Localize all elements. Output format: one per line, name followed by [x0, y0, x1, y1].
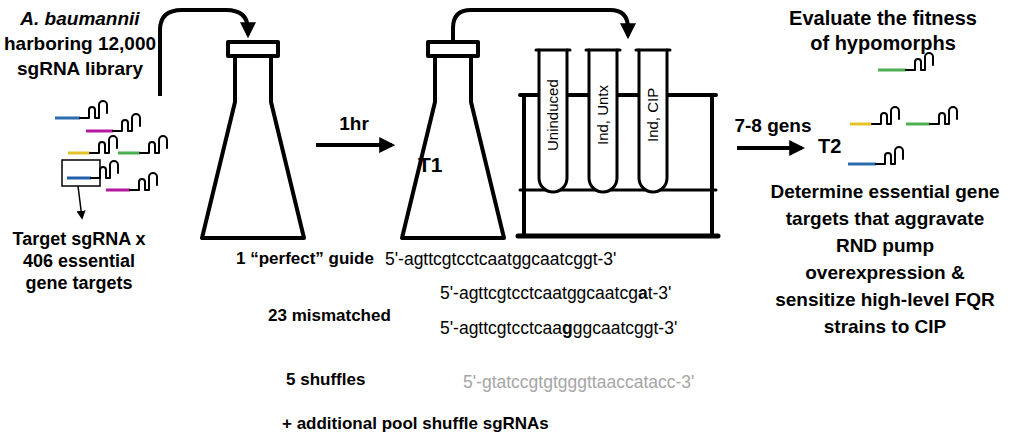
flow-arrow: [453, 10, 628, 40]
sgrna-icons: [55, 101, 167, 190]
sgrna-scaffold: [91, 161, 118, 178]
culture-tube: Ind, CIP: [636, 48, 670, 200]
sgrna-scaffold: [130, 173, 157, 190]
leader-arrow: [78, 186, 82, 218]
step-heading: Evaluate the fitness of hypomorphs: [780, 6, 986, 56]
tube-label: Uninduced: [536, 52, 570, 178]
flask-outline: [398, 40, 508, 242]
sgrna-spacer: [106, 189, 130, 192]
tube-stroke: [536, 49, 570, 52]
tube-stroke: [636, 49, 670, 52]
sgrna-spacer: [850, 123, 872, 126]
edge-label: 1hr: [339, 113, 369, 135]
flow-arrow: [737, 146, 802, 150]
guide-sequence: 5'-agttcgtcctcaagggcaatcggt-3': [440, 318, 677, 339]
guide-sequence: 5'-agttcgtcctcaatggcaatcgat-3': [440, 283, 671, 304]
mismatch-base: a: [638, 283, 648, 303]
sgrna-scaffold: [90, 136, 117, 153]
tube-stroke: [586, 49, 620, 52]
sgrna-scaffold: [930, 107, 957, 124]
timepoint-label: T1: [418, 152, 443, 177]
footnote: + additional pool shuffle sgRNAs: [282, 414, 549, 434]
sgrna-spacer: [848, 163, 876, 166]
flask-stroke: [428, 42, 478, 56]
target-label: Target sgRNA x 406 essential gene target…: [12, 228, 146, 294]
sgrna-scaffold: [113, 114, 140, 131]
rack-stroke: [518, 234, 718, 239]
sgrna-spacer: [67, 177, 91, 180]
sgrna-spacer: [118, 152, 140, 155]
selection-box: [62, 160, 100, 186]
flask-outline: [198, 40, 308, 242]
sgrna-scaffold: [906, 53, 933, 70]
sgrna-spacer: [878, 69, 906, 72]
sgrna-scaffold: [80, 101, 107, 118]
sgrna-icons: [848, 53, 957, 164]
timepoint-label: T2: [818, 134, 841, 158]
culture-flask: T1: [398, 40, 508, 242]
mismatch-base: g: [562, 318, 573, 338]
guide-sequence: 5'-gtatccgtgtgggttaaccatacc-3': [463, 372, 694, 393]
sgrna-scaffold: [876, 147, 903, 164]
culture-flask: [198, 40, 308, 242]
organism-name: A. baumannii: [0, 6, 160, 31]
sgrna-spacer: [55, 117, 80, 120]
flask-stroke: [402, 56, 504, 238]
rack-stroke: [522, 95, 526, 236]
culture-tube: Uninduced: [536, 48, 570, 200]
guide-category: 23 mismatched: [268, 306, 391, 326]
sgrna-scaffold: [140, 136, 167, 153]
sgrna-spacer: [68, 152, 90, 155]
culture-tube: Ind, Untx: [586, 48, 620, 200]
sgrna-scaffold: [872, 107, 899, 124]
tube-label: Ind, Untx: [586, 52, 620, 178]
sgrna-spacer: [906, 123, 930, 126]
guide-category: 5 shuffles: [286, 370, 365, 390]
sgrna-spacer: [86, 130, 113, 133]
tube-label: Ind, CIP: [636, 52, 670, 178]
guide-sequence: 5'-agttcgtcctcaatggcaatcggt-3': [385, 249, 616, 270]
tube-rack: Uninduced Ind, Untx Ind, CIP: [518, 40, 718, 240]
flow-arrow: [316, 143, 392, 147]
guide-category: 1 “perfect” guide: [236, 249, 374, 269]
conclusion-text: Determine essential gene targets that ag…: [766, 178, 1004, 340]
flask-stroke: [228, 42, 278, 56]
step-label: 7-8 gens: [730, 114, 816, 137]
library-label: harboring 12,000 sgRNA library: [0, 31, 160, 81]
flask-stroke: [202, 56, 304, 238]
rack-stroke: [710, 95, 714, 236]
